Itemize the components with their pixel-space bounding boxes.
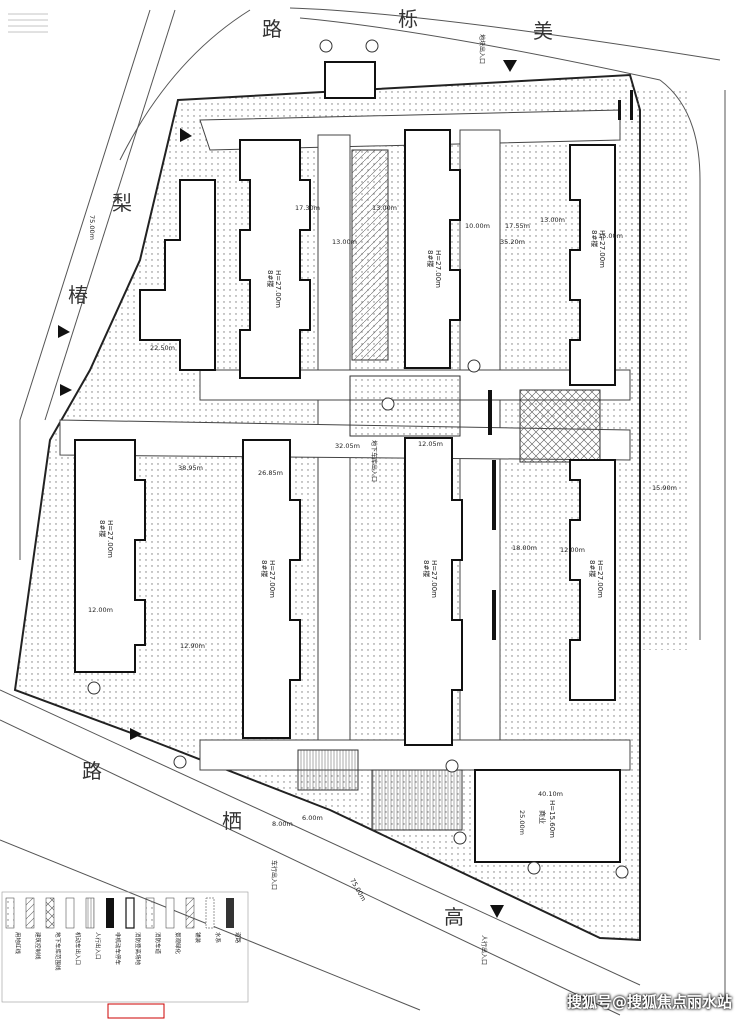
axis-bubbles — [87, 39, 629, 879]
dim-13: 12.05m — [418, 440, 443, 448]
building-height-6: H=27.00m — [430, 560, 438, 598]
building-label-5: 8#楼 — [260, 560, 269, 577]
road-south-2: 栖 — [222, 809, 242, 833]
legend-1: 用地红线 — [14, 932, 22, 955]
building-height-5: H=27.00m — [268, 560, 276, 598]
fire-ground — [519, 389, 601, 463]
legend-8: 消防车道 — [154, 932, 162, 955]
building-height-4: H=27.00m — [106, 520, 114, 558]
dim-19: 12.00m — [560, 546, 585, 554]
dim-24: 75.00m — [348, 877, 367, 903]
paved-plaza — [349, 375, 461, 437]
legend-2: 建筑控制线 — [34, 932, 42, 960]
dim-6: 13.00m — [540, 216, 565, 224]
notes-block — [8, 13, 48, 33]
dim-14: 12.00m — [88, 606, 113, 614]
road-north-2: 栎 — [398, 7, 418, 31]
road-west-2: 椿 — [68, 283, 88, 307]
legend-6: 非机动车停车 — [114, 932, 122, 966]
legend-7: 消防登高场地 — [134, 932, 142, 966]
dim-1: 75.00m — [88, 215, 96, 240]
dim-16: 18.00m — [512, 544, 537, 552]
title-stamp — [107, 1003, 165, 1019]
dim-11: 38.95m — [178, 464, 203, 472]
legend-11: 水系 — [214, 932, 222, 944]
entrance-label-3: 人行出入口 — [480, 935, 488, 965]
legend-12: 道路 — [234, 932, 242, 944]
legend-9: 景观绿化 — [174, 932, 182, 955]
commercial-label: 商业 — [538, 810, 547, 824]
fence-bars — [488, 90, 633, 640]
building-label-2: 8#楼 — [426, 250, 435, 267]
building-height-1: H=27.00m — [274, 270, 282, 308]
legend: 用地红线 建筑控制线 地下车库范围线 机动车出入口 人行出入口 非机动车停车 消… — [1, 891, 249, 1019]
dim-12: 32.05m — [335, 442, 360, 450]
dim-2: 17.30m — [295, 204, 320, 212]
building-height-2: H=27.00m — [434, 250, 442, 288]
road-names: 路 栎 美 梨 椿 路 栖 高 — [68, 7, 553, 929]
dim-10: 26.85m — [258, 469, 283, 477]
dim-3: 13.00m — [372, 204, 397, 212]
dim-21: 12.90m — [180, 642, 205, 650]
building-label-6: 8#楼 — [422, 560, 431, 577]
parking-strip-2 — [297, 749, 359, 791]
road-south-3: 高 — [444, 905, 464, 929]
building-height-3: H=27.00m — [598, 230, 606, 268]
dim-23: 6.00m — [302, 814, 323, 822]
legend-frame — [1, 891, 249, 1003]
building-label-7: 8#楼 — [588, 560, 597, 577]
legend-4: 机动车出入口 — [74, 932, 82, 965]
green-east — [630, 90, 690, 650]
dim-15: 15.90m — [652, 484, 677, 492]
legend-3: 地下车库范围线 — [54, 932, 62, 971]
legend-5: 人行出入口 — [94, 932, 102, 960]
dim-17: 40.10m — [538, 790, 563, 798]
dim-22: 8.00m — [272, 820, 293, 828]
commercial-height: H=15.60m — [548, 800, 556, 838]
building-label-3: 8#楼 — [590, 230, 599, 247]
parking-strip-3 — [371, 769, 463, 831]
road-south-1: 路 — [82, 759, 102, 783]
dim-20: 22.50m — [150, 344, 175, 352]
dim-4: 10.00m — [465, 222, 490, 230]
road-north-3: 美 — [533, 19, 553, 43]
building-labels: 8#楼 H=27.00m 8#楼 H=27.00m 8#楼 H=27.00m 8… — [98, 230, 606, 838]
parking-strip-1 — [351, 149, 389, 361]
building-label-4: 8#楼 — [98, 520, 107, 537]
entrance-markers — [58, 60, 517, 918]
dim-5: 17.55m — [505, 222, 530, 230]
road-west-1: 梨 — [112, 191, 132, 215]
road-lines — [0, 7, 726, 1016]
dim-18: 25.00m — [518, 810, 526, 835]
building-label-1: 8#楼 — [266, 270, 275, 287]
garage-label: 地下车库出入口 — [370, 440, 378, 482]
entrance-label-2: 车行出入口 — [270, 860, 278, 890]
building-height-7: H=27.00m — [596, 560, 604, 598]
entrance-label-1: 地块出入口 — [478, 34, 486, 64]
dim-7: 15.00m — [598, 232, 623, 240]
legend-10: 铺装 — [194, 932, 202, 944]
watermark: 搜狐号@搜狐焦点丽水站 — [566, 993, 732, 1011]
entrance-labels: 地块出入口 车行出入口 人行出入口 地下车库出入口 — [270, 34, 488, 965]
dim-8: 35.20m — [500, 238, 525, 246]
building-footprints — [74, 61, 621, 863]
road-north-1: 路 — [262, 17, 282, 41]
dim-9: 13.00m — [332, 238, 357, 246]
